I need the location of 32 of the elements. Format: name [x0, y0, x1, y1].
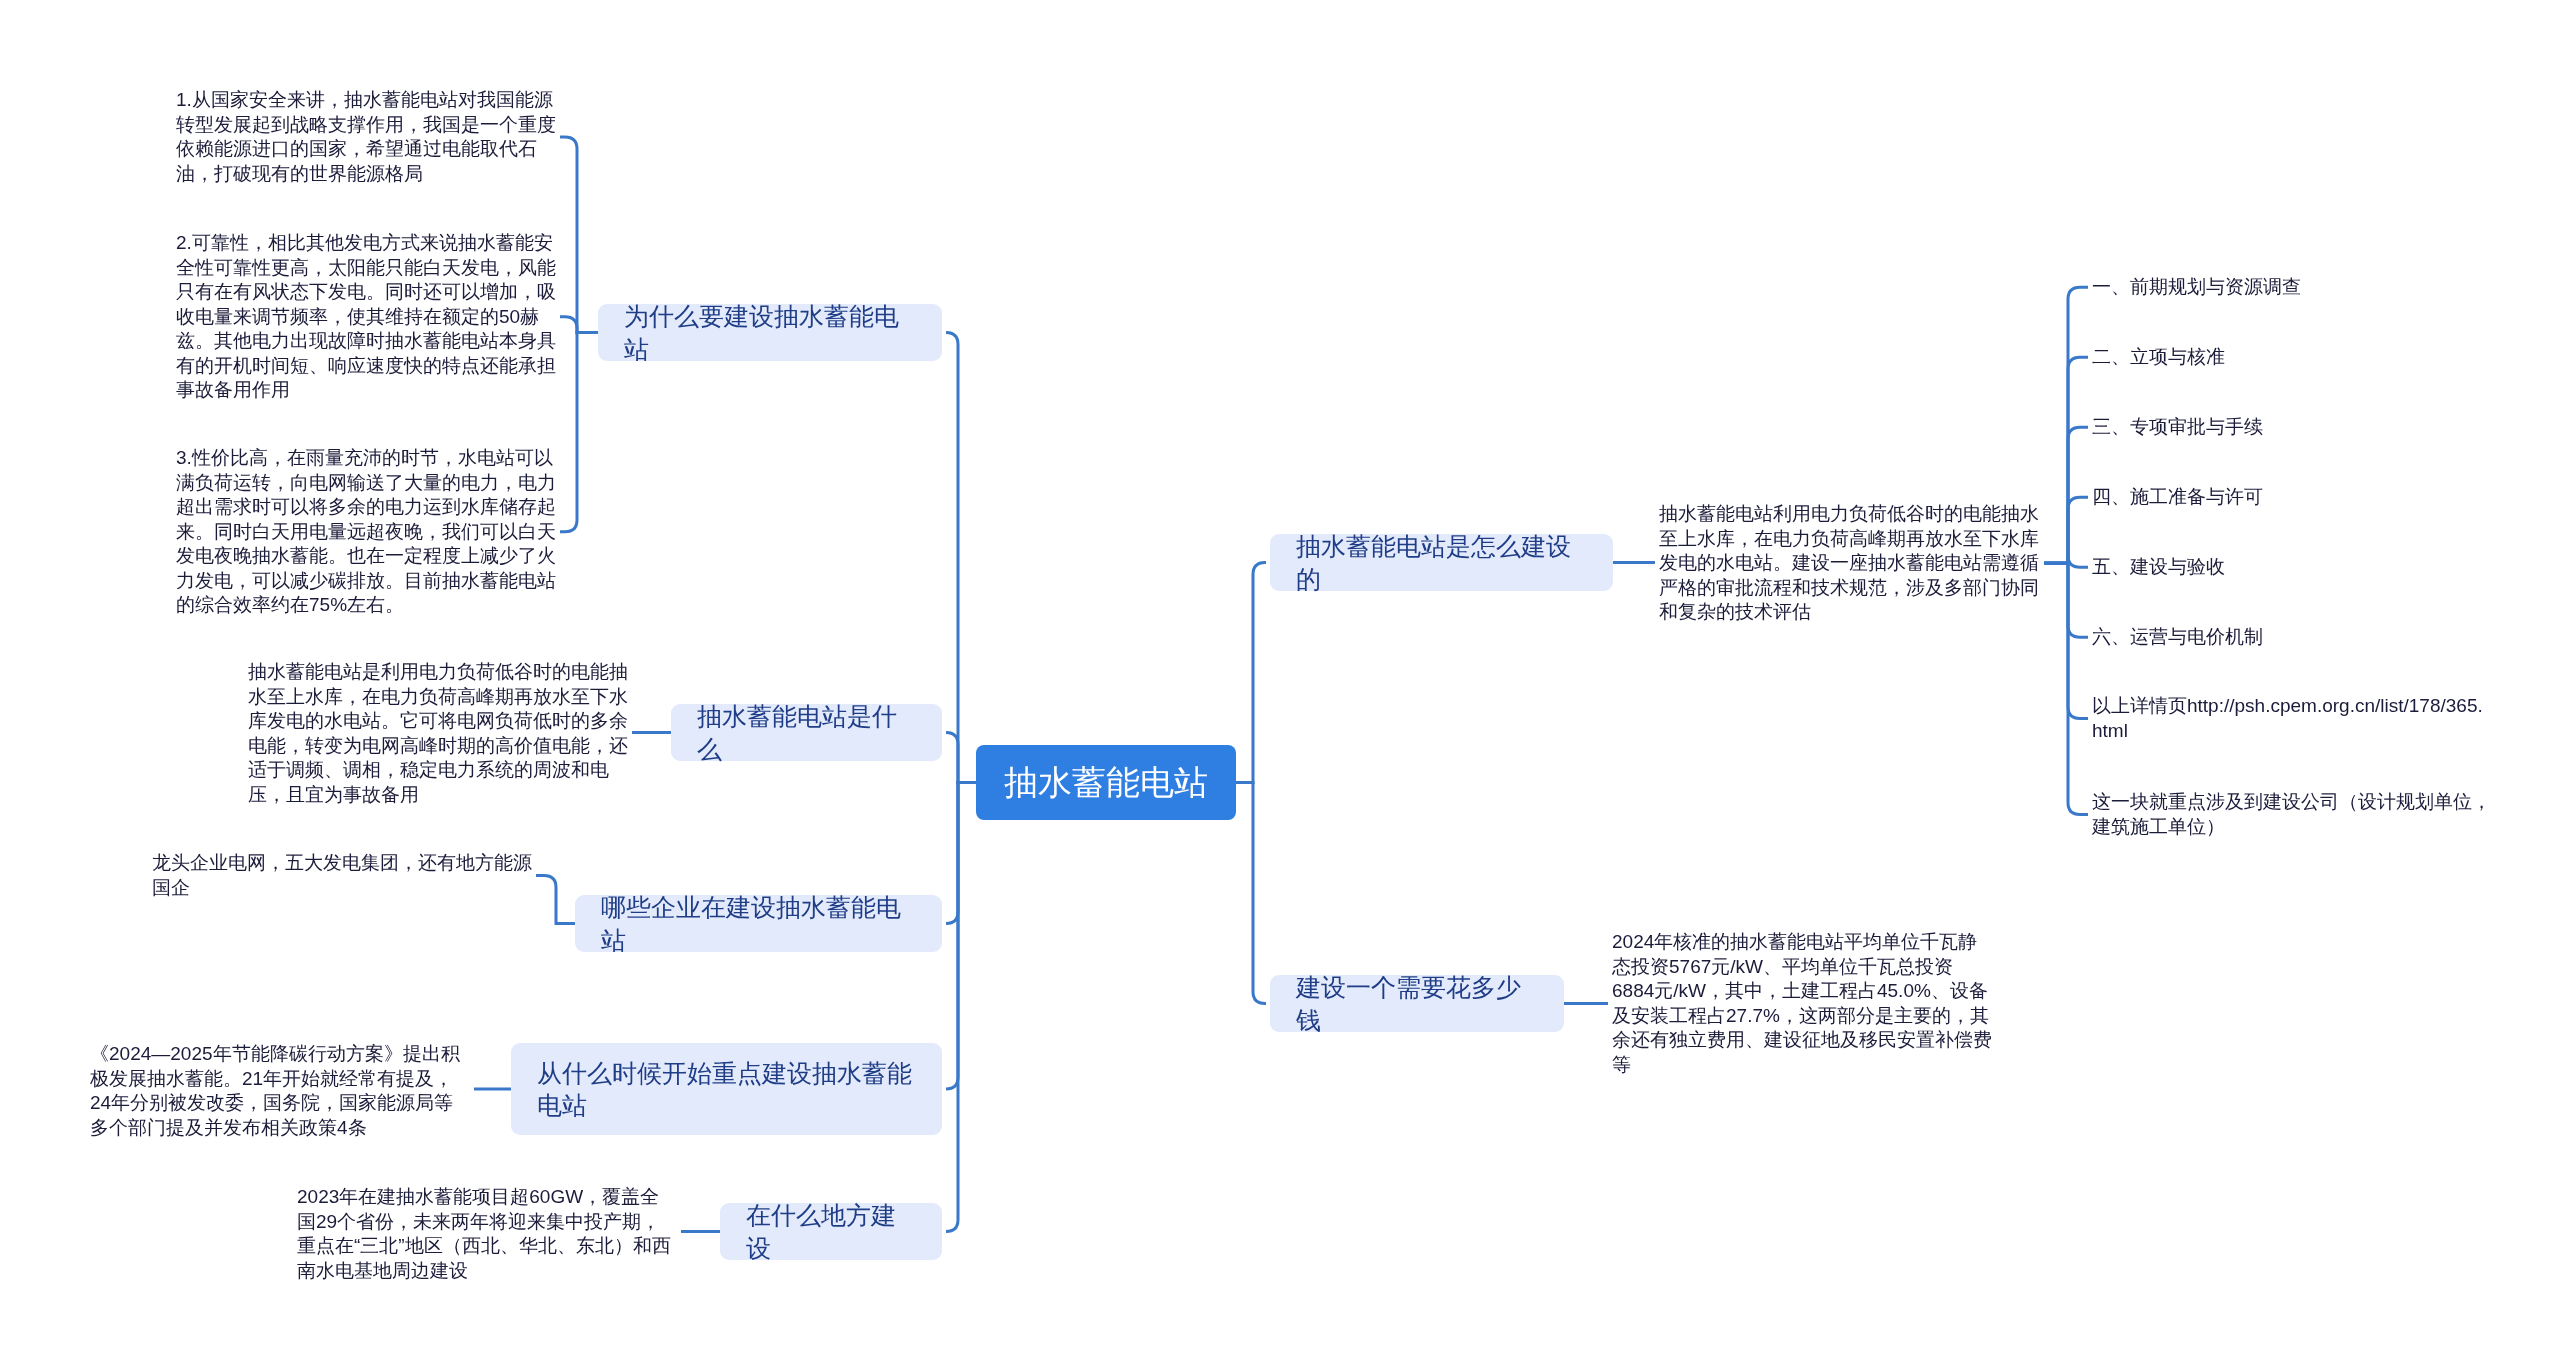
note-text: 五、建设与验收 — [2092, 555, 2492, 580]
note-text: 2023年在建抽水蓄能项目超60GW，覆盖全国29个省份，未来两年将迎来集中投产期，重点在“三北”地区（西北、华北、东北）和西南水电基地周边建设 — [297, 1185, 677, 1283]
topic-box: 从什么时候开始重点建设抽水蓄能电站 — [511, 1043, 942, 1135]
note-text: 以上详情页http://psh.cpem.org.cn/list/178/365.html — [2092, 694, 2492, 743]
note-text: 抽水蓄能电站利用电力负荷低谷时的电能抽水至上水库，在电力负荷高峰期再放水至下水库发电的水电站。建设一座抽水蓄能电站需遵循严格的审批流程和技术规范，涉及多部门协同和复杂的技术评估 — [1659, 502, 2044, 625]
connector-line — [681, 1230, 720, 1233]
note-text: 一、前期规划与资源调查 — [2092, 275, 2492, 300]
note-text: 二、立项与核准 — [2092, 345, 2492, 370]
topic-box: 哪些企业在建设抽水蓄能电站 — [575, 895, 942, 952]
topic-box: 抽水蓄能电站是怎么建设的 — [1270, 534, 1613, 591]
connector-line — [1613, 561, 1655, 564]
topic-box: 抽水蓄能电站是什么 — [671, 704, 942, 761]
note-text: 三、专项审批与手续 — [2092, 415, 2492, 440]
note-text: 2.可靠性，相比其他发电方式来说抽水蓄能安全性可靠性更高，太阳能只能白天发电，风能只有在有风状态下发电。同时还可以增加，吸收电量来调节频率，使其维持在额定的50赫兹。其他电力出现故障时抽水蓄能电站本身具有的开机时间短、响应速度快的特点还能承担事故备用作用 — [176, 231, 556, 403]
topic-box: 为什么要建设抽水蓄能电站 — [598, 304, 942, 361]
note-text: 四、施工准备与许可 — [2092, 485, 2492, 510]
connector-line — [536, 874, 575, 925]
note-text: 2024年核准的抽水蓄能电站平均单位千瓦静态投资5767元/kW、平均单位千瓦总投资6884元/kW，其中，土建工程占45.0%、设备及安装工程占27.7%，这两部分是主要的，其余还有独立费用、建设征地及移民安置补偿费等 — [1612, 930, 1992, 1077]
connector-line — [474, 1087, 511, 1091]
note-text: 这一块就重点涉及到建设公司（设计规划单位，建筑施工单位） — [2092, 790, 2492, 839]
note-text: 六、运营与电价机制 — [2092, 625, 2492, 650]
note-text: 抽水蓄能电站是利用电力负荷低谷时的电能抽水至上水库，在电力负荷高峰期再放水至下水库发电的水电站。它可将电网负荷低时的多余电能，转变为电网高峰时期的高价值电能，还适于调频、调相，稳定电力系统的周波和电压，且宜为事故备用 — [248, 660, 628, 807]
note-text: 1.从国家安全来讲，抽水蓄能电站对我国能源转型发展起到战略支撑作用，我国是一个重度依赖能源进口的国家，希望通过电能取代石油，打破现有的世界能源格局 — [176, 88, 556, 186]
connector-line — [1564, 1002, 1608, 1005]
topic-box: 在什么地方建设 — [720, 1203, 942, 1260]
note-text: 3.性价比高，在雨量充沛的时节，水电站可以满负荷运转，向电网输送了大量的电力，电力超出需求时可以将多余的电力运到水库储存起来。同时白天用电量远超夜晚，我们可以白天发电夜晚抽水蓄能。也在一定程度上减少了火力发电，可以减少碳排放。目前抽水蓄能电站的综合效率约在75%左右。 — [176, 446, 556, 618]
note-text: 龙头企业电网，五大发电集团，还有地方能源国企 — [152, 851, 532, 900]
connector-line — [944, 781, 976, 1233]
central-topic-box: 抽水蓄能电站 — [976, 745, 1236, 820]
topic-box: 建设一个需要花多少钱 — [1270, 975, 1564, 1032]
note-text: 《2024—2025年节能降碳行动方案》提出积极发展抽水蓄能。21年开始就经常有提及，24年分别被发改委，国务院，国家能源局等多个部门提及并发布相关政策4条 — [90, 1042, 470, 1140]
connector-line — [632, 731, 671, 734]
